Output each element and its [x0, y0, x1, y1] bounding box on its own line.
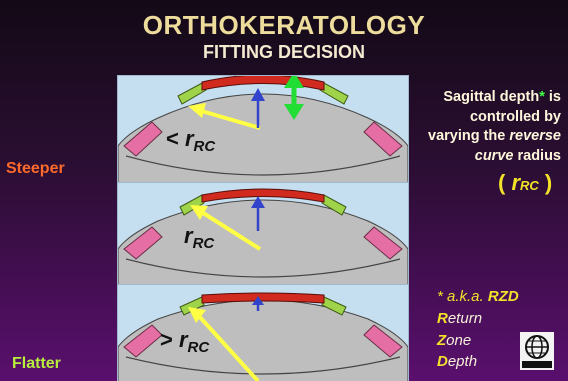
- flatter-label: Flatter: [12, 355, 61, 373]
- cornea: [118, 200, 408, 286]
- steeper-label: Steeper: [6, 160, 65, 178]
- lens-diagram-standard: rRC: [118, 183, 408, 286]
- lens-optic-zone: [202, 76, 324, 90]
- panel-steeper: < rRC: [117, 75, 409, 185]
- reverse-curve-symbol: ( rRC ): [498, 170, 552, 196]
- globe-logo-icon: [520, 332, 554, 370]
- rzd-definition: * a.k.a. RZD Return Zone Depth: [437, 286, 519, 373]
- lens-diagram-flatter: > rRC: [118, 285, 408, 381]
- lens-diagram-steeper: < rRC: [118, 76, 408, 184]
- panel-flatter: > rRC: [117, 284, 409, 381]
- panel-standard: rRC: [117, 182, 409, 287]
- slide-title: ORTHOKERATOLOGY: [0, 10, 568, 41]
- slide-subtitle: FITTING DECISION: [0, 42, 568, 63]
- cornea: [118, 94, 408, 184]
- lens-optic-zone: [202, 293, 324, 303]
- sagittal-depth-note: Sagittal depth* is controlled by varying…: [401, 88, 561, 166]
